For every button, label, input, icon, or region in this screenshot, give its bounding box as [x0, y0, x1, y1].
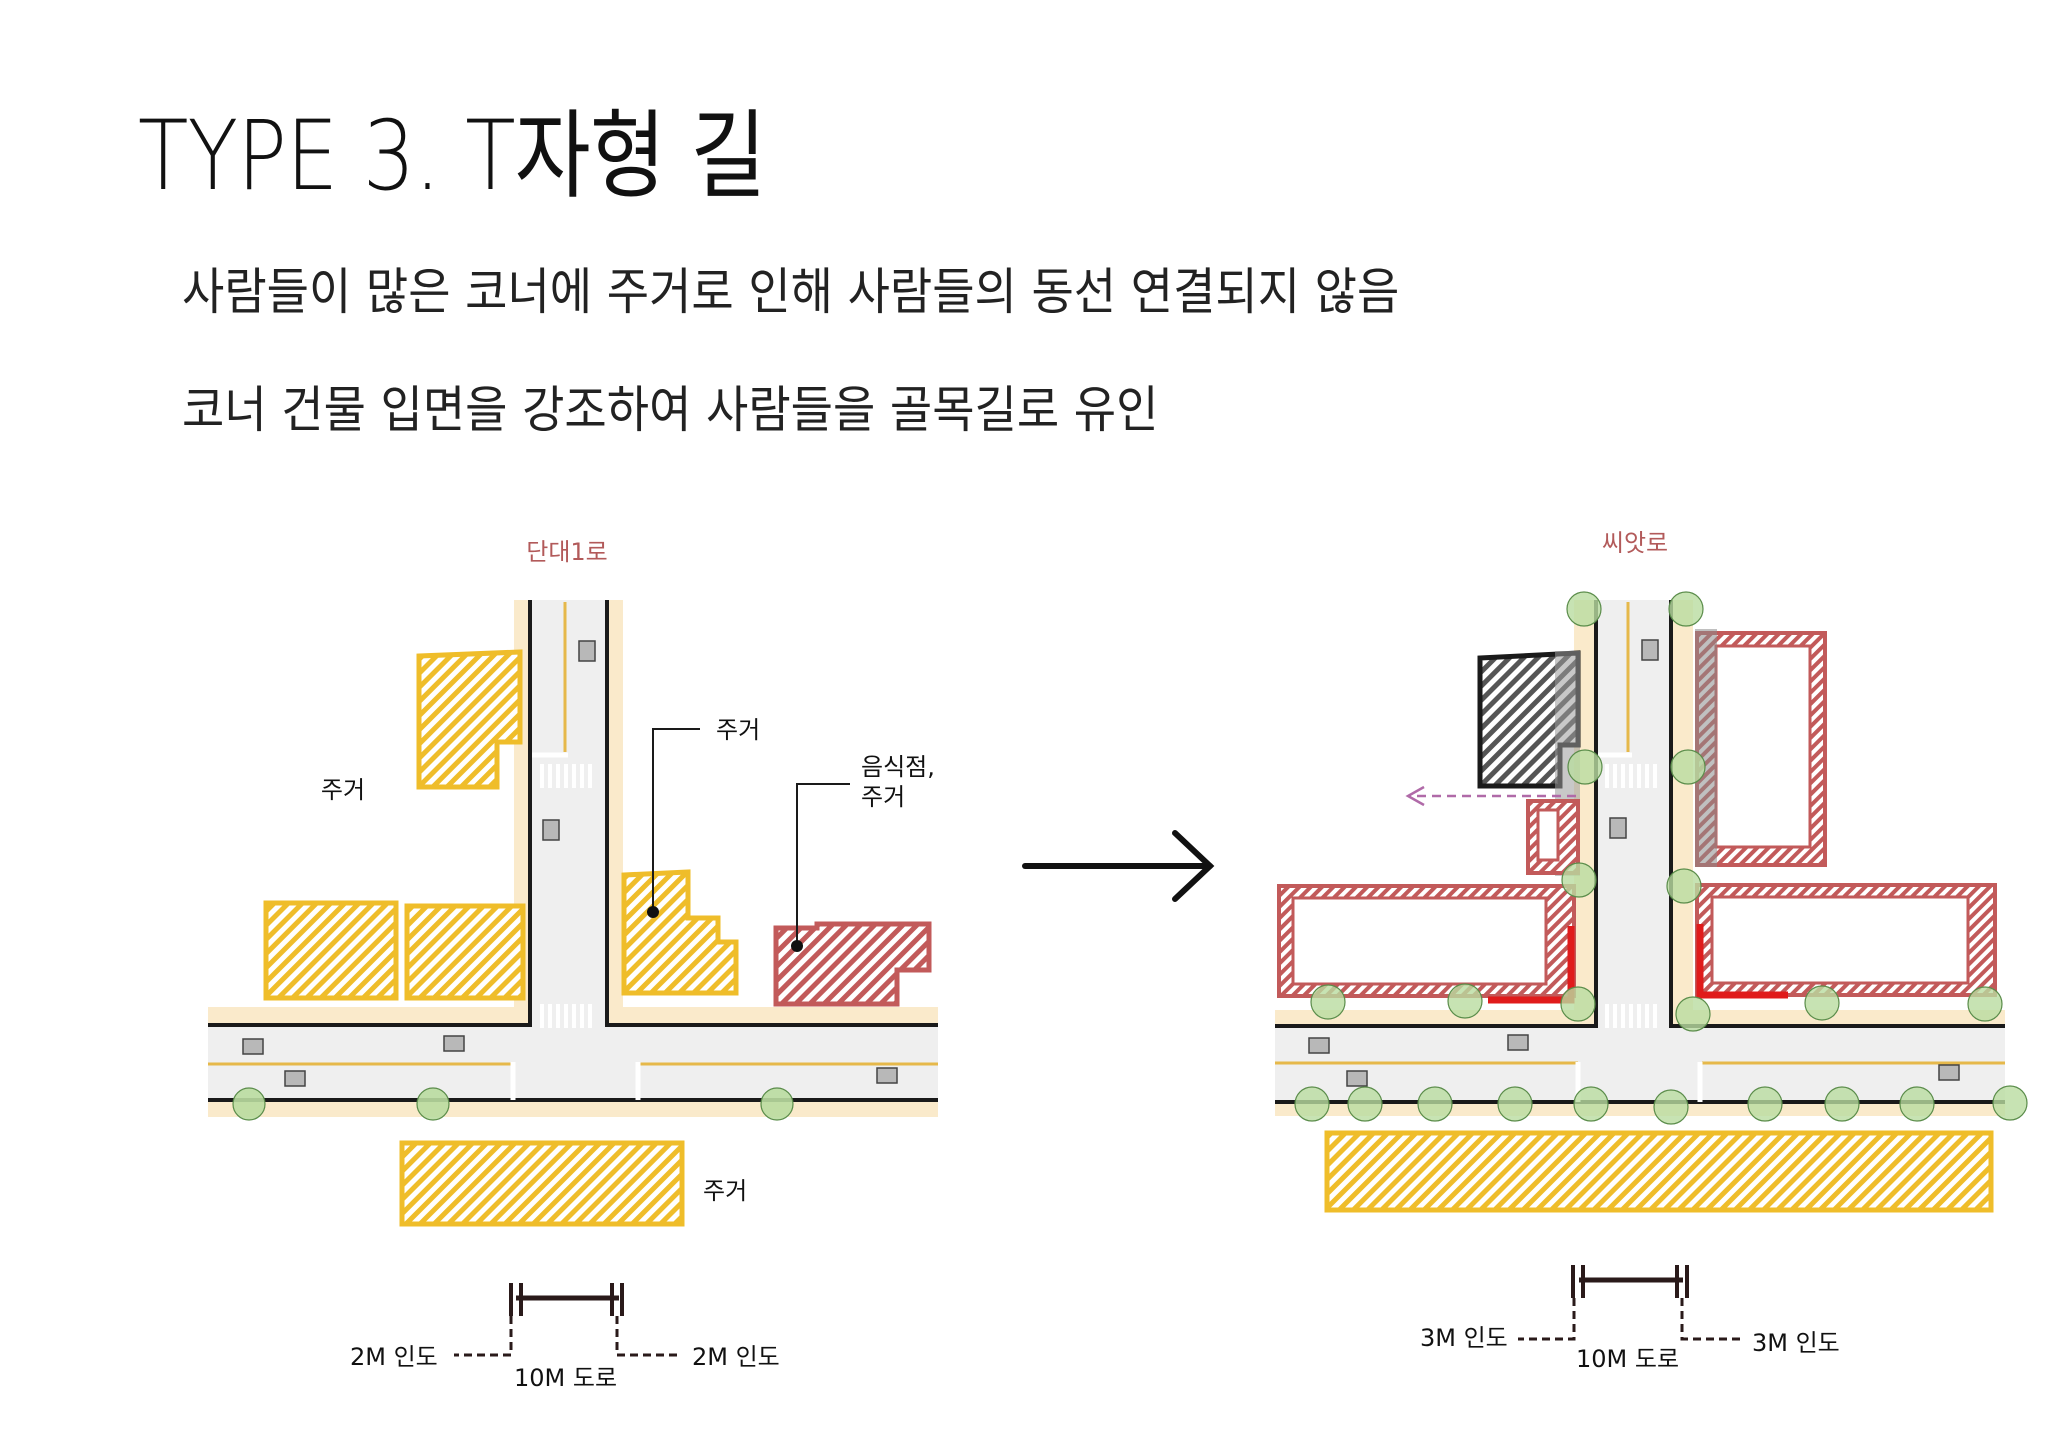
- right-road-vertical: [1596, 600, 1671, 1030]
- left-crosswalks: [540, 764, 592, 1028]
- left-label-west: 주거: [321, 776, 365, 804]
- left-section-right-label: 2M 인도: [692, 1343, 780, 1371]
- transition-arrow: [1022, 830, 1215, 902]
- strategy-statement: 코너 건물 입면을 강조하여 사람들을 골목길로 유인: [182, 381, 1159, 439]
- left-building-food-east: [773, 921, 932, 1007]
- right-crosswalks: [1605, 764, 1657, 1028]
- right-section-right-label: 3M 인도: [1752, 1329, 1840, 1357]
- left-label-south: 주거: [703, 1177, 747, 1205]
- left-curb-lines: [208, 602, 938, 1066]
- right-block-west-inner: [1291, 896, 1548, 986]
- left-building-residential-nw: [416, 649, 523, 790]
- left-label-east: 음식점, 주거: [861, 753, 943, 811]
- left-lane-gaps: [510, 752, 641, 1100]
- left-building-residential-w2: [404, 903, 526, 1001]
- left-leader-lines: [652, 728, 850, 946]
- right-block-east-inner: [1710, 895, 1970, 985]
- left-building-residential-south: [399, 1140, 685, 1227]
- right-road-edges: [1275, 600, 2005, 1104]
- left-label-center: 주거: [716, 716, 760, 744]
- right-building-residential-south: [1324, 1130, 1994, 1213]
- right-sidewalk-south: [1275, 1102, 2005, 1116]
- right-section-road-label: 10M 도로: [1576, 1345, 1679, 1373]
- left-road-name: 단대1로: [526, 538, 608, 566]
- right-road-name: 씨앗로: [1602, 529, 1668, 557]
- left-road-vertical: [530, 600, 607, 1030]
- right-curb-lines: [1275, 602, 2005, 1065]
- left-section-dimension: [454, 1283, 679, 1357]
- right-block-northeast-facade: [1695, 629, 1717, 867]
- right-sidewalk-east: [1671, 600, 1693, 1010]
- left-leader-dot-east: [791, 940, 803, 952]
- page-title: TYPE 3. T자형 길: [138, 100, 766, 212]
- right-section-left-label: 3M 인도: [1420, 1324, 1508, 1352]
- right-plan: 씨앗로 3M 인도 10M 도로 3M 인도: [1275, 529, 2028, 1373]
- left-section-left-label: 2M 인도: [350, 1343, 438, 1371]
- left-street-trees: [232, 1087, 794, 1121]
- right-building-small-west-inner: [1536, 808, 1560, 862]
- left-sidewalk-east: [607, 600, 623, 1007]
- problem-statement: 사람들이 많은 코너에 주거로 인해 사람들의 동선 연결되지 않음: [182, 263, 1400, 321]
- left-plan: 단대1로 주거 주거 음식점, 주거 주거 2M 인도 10M 도로 2M 인도: [208, 538, 943, 1392]
- right-section-dimension: [1518, 1265, 1743, 1341]
- left-road-edges: [208, 600, 938, 1102]
- right-block-northeast-inner: [1714, 644, 1812, 849]
- right-street-trees: [1294, 591, 2028, 1125]
- left-section-road-label: 10M 도로: [514, 1364, 617, 1392]
- left-building-residential-center: [621, 869, 739, 996]
- left-parked-cars: [242, 640, 898, 1087]
- right-flow-arrow: [1405, 785, 1576, 807]
- left-sidewalk-south: [208, 1100, 938, 1117]
- left-building-residential-w1: [263, 900, 399, 1001]
- left-leader-dot-center: [647, 906, 659, 918]
- right-parked-cars: [1308, 639, 1960, 1087]
